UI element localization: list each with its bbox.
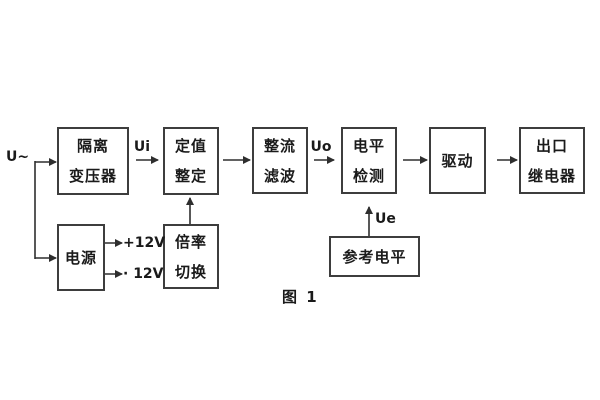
block-ratio-switch: 倍率 切换 <box>163 224 219 289</box>
block-label-line: 整流 <box>263 136 296 155</box>
block-label-line: 隔离 <box>76 137 109 155</box>
signal-label-input-voltage: U~ <box>6 149 30 165</box>
block-level-detect: 电平 检测 <box>341 127 397 194</box>
block-rectify-filter: 整流 滤波 <box>252 127 308 194</box>
block-label-line: 切换 <box>174 262 207 281</box>
figure-caption: 图 1 <box>282 288 319 306</box>
block-reference-level: 参考电平 <box>329 236 420 277</box>
block-label-line: 变压器 <box>68 167 117 185</box>
block-label-line: 继电器 <box>527 166 576 185</box>
block-label-line: 电平 <box>352 136 385 155</box>
block-output-relay: 出口 继电器 <box>519 127 585 194</box>
signal-label-ue: Ue <box>375 211 396 227</box>
block-setting-adjust: 定值 整定 <box>163 127 219 195</box>
block-isolation-transformer: 隔离 变压器 <box>57 127 129 195</box>
block-label-line: 定值 <box>174 137 207 155</box>
block-label-line: 出口 <box>535 136 568 155</box>
block-label-line: 检测 <box>352 166 385 185</box>
block-power-supply: 电源 <box>57 224 105 291</box>
signal-label-ui: Ui <box>133 139 151 155</box>
block-label-line: 倍率 <box>174 232 207 251</box>
block-label-line: 电源 <box>64 248 97 267</box>
signal-label-uo: Uo <box>310 139 332 155</box>
block-label-line: 整定 <box>174 167 207 185</box>
block-label-line: 参考电平 <box>342 248 407 266</box>
block-drive: 驱动 <box>429 127 486 194</box>
signal-label-plus-12v: +12V <box>123 235 166 251</box>
block-label-line: 滤波 <box>263 166 296 185</box>
signal-label-minus-12v: · 12V <box>123 266 164 282</box>
block-label-line: 驱动 <box>441 151 474 170</box>
